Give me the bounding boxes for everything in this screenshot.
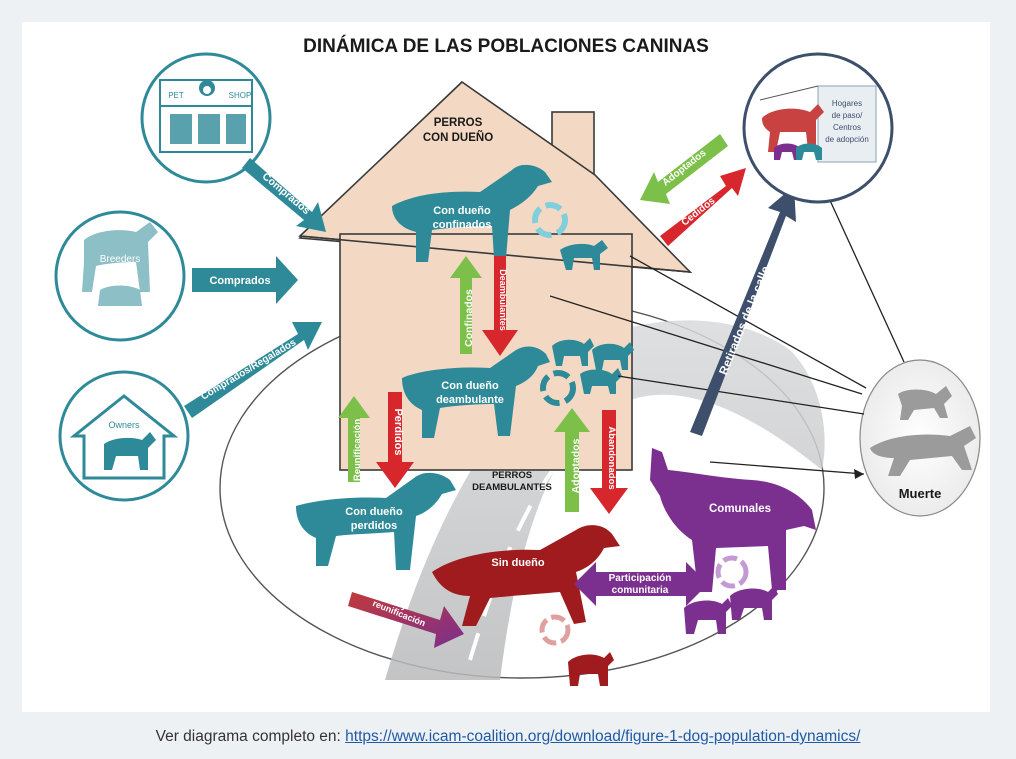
flow-shelter-adoptados: Adoptados (661, 147, 709, 188)
flow-shelter-cedidos: Cedidos (680, 195, 718, 228)
footer: Ver diagrama completo en: https://www.ic… (0, 712, 1016, 759)
dog-roaming-icon (402, 346, 550, 438)
breeders-circle (54, 210, 186, 342)
owners-label: Owners (108, 420, 140, 430)
paw-icon (203, 86, 211, 94)
shelter-line3: Centros (833, 123, 861, 132)
group-lost-line1: Con dueño (345, 506, 403, 518)
group-community: Comunales (709, 503, 771, 515)
cycle-icon (539, 614, 571, 646)
flow-participacion-2: comunitaria (612, 585, 669, 596)
owners-circle (58, 370, 190, 502)
flow-adoptados: Adoptados (570, 438, 582, 493)
shelter-circle (742, 52, 894, 204)
dog-ownerless-icon (432, 525, 620, 626)
arrow-participacion (574, 562, 708, 606)
shelter-line2: de paso/ (832, 111, 863, 120)
diagram-title: DINÁMICA DE LAS POBLACIONES CANINAS (303, 35, 709, 57)
cycle-icon (715, 555, 749, 589)
petshop-circle (140, 52, 272, 184)
house-label-1: PERROS (434, 117, 483, 129)
group-confined-line1: Con dueño (433, 205, 491, 217)
street-label-2: DEAMBULANTES (472, 482, 552, 493)
arrow-confinados (450, 256, 482, 354)
flow-confinados: Confinados (463, 289, 475, 347)
petshop-sign-right: SHOP (229, 91, 252, 100)
arrow-retirados (690, 186, 796, 436)
street-label-1: PERROS (492, 470, 532, 481)
arrow-no-reunificacion (348, 592, 464, 648)
flow-petshop-comprados: Comprados (260, 170, 313, 217)
cycle-icon (540, 370, 576, 406)
group-roaming-line2: deambulante (436, 394, 504, 406)
arrow-owners-comprados (184, 322, 322, 418)
dog-lost-icon (296, 472, 456, 570)
flow-deambulantes: Deambulantes (498, 269, 508, 331)
puppies-icon (552, 338, 634, 394)
death-circle (859, 359, 981, 517)
breeders-label: Breeders (100, 254, 141, 265)
puppy-icon (568, 652, 614, 686)
arrow-shelter-adoptados (640, 134, 728, 204)
group-ownerless: Sin dueño (491, 557, 544, 569)
footer-link[interactable]: https://www.icam-coalition.org/download/… (345, 728, 861, 745)
dog-confined-icon (392, 164, 552, 262)
flow-breeders-comprados: Comprados (209, 275, 270, 287)
flow-participacion-1: Participación (609, 573, 672, 584)
arrow-abandonados (590, 410, 628, 514)
puppies-icon (684, 586, 778, 634)
arrow-petshop-comprados (242, 158, 326, 232)
arrow-adoptados (554, 408, 590, 512)
shelter-line4: de adopción (825, 135, 869, 144)
arrow-deambulantes (482, 256, 518, 356)
death-label: Muerte (899, 486, 942, 501)
flow-abandonados: Abandonados (606, 426, 617, 489)
puppy-icon (560, 240, 608, 270)
arrow-breeders-comprados (192, 256, 298, 304)
arrow-shelter-cedidos (660, 168, 746, 246)
footer-line: Ver diagrama completo en: https://www.ic… (0, 728, 1016, 746)
group-confined-line2: confinados (433, 219, 492, 231)
group-lost-line2: perdidos (351, 520, 397, 532)
house-label-2: CON DUEÑO (423, 131, 493, 144)
dog-community-icon (650, 448, 816, 592)
arrow-perdidos (376, 392, 414, 488)
shelter-line1: Hogares (832, 99, 862, 108)
death-connectors (549, 195, 905, 475)
arrow-reunificacion (338, 396, 370, 482)
flow-perdidos: Perdidos (392, 408, 404, 455)
petshop-sign-left: PET (168, 91, 184, 100)
group-roaming-line1: Con dueño (441, 380, 499, 392)
flow-reunificacion: Reunificación (352, 419, 363, 481)
cycle-icon (532, 202, 568, 238)
population-dynamics-diagram: DINÁMICA DE LAS POBLACIONES CANINAS PERR… (54, 35, 981, 686)
footer-prefix: Ver diagrama completo en: (155, 728, 341, 745)
diagram-panel: DINÁMICA DE LAS POBLACIONES CANINAS PERR… (22, 22, 990, 712)
